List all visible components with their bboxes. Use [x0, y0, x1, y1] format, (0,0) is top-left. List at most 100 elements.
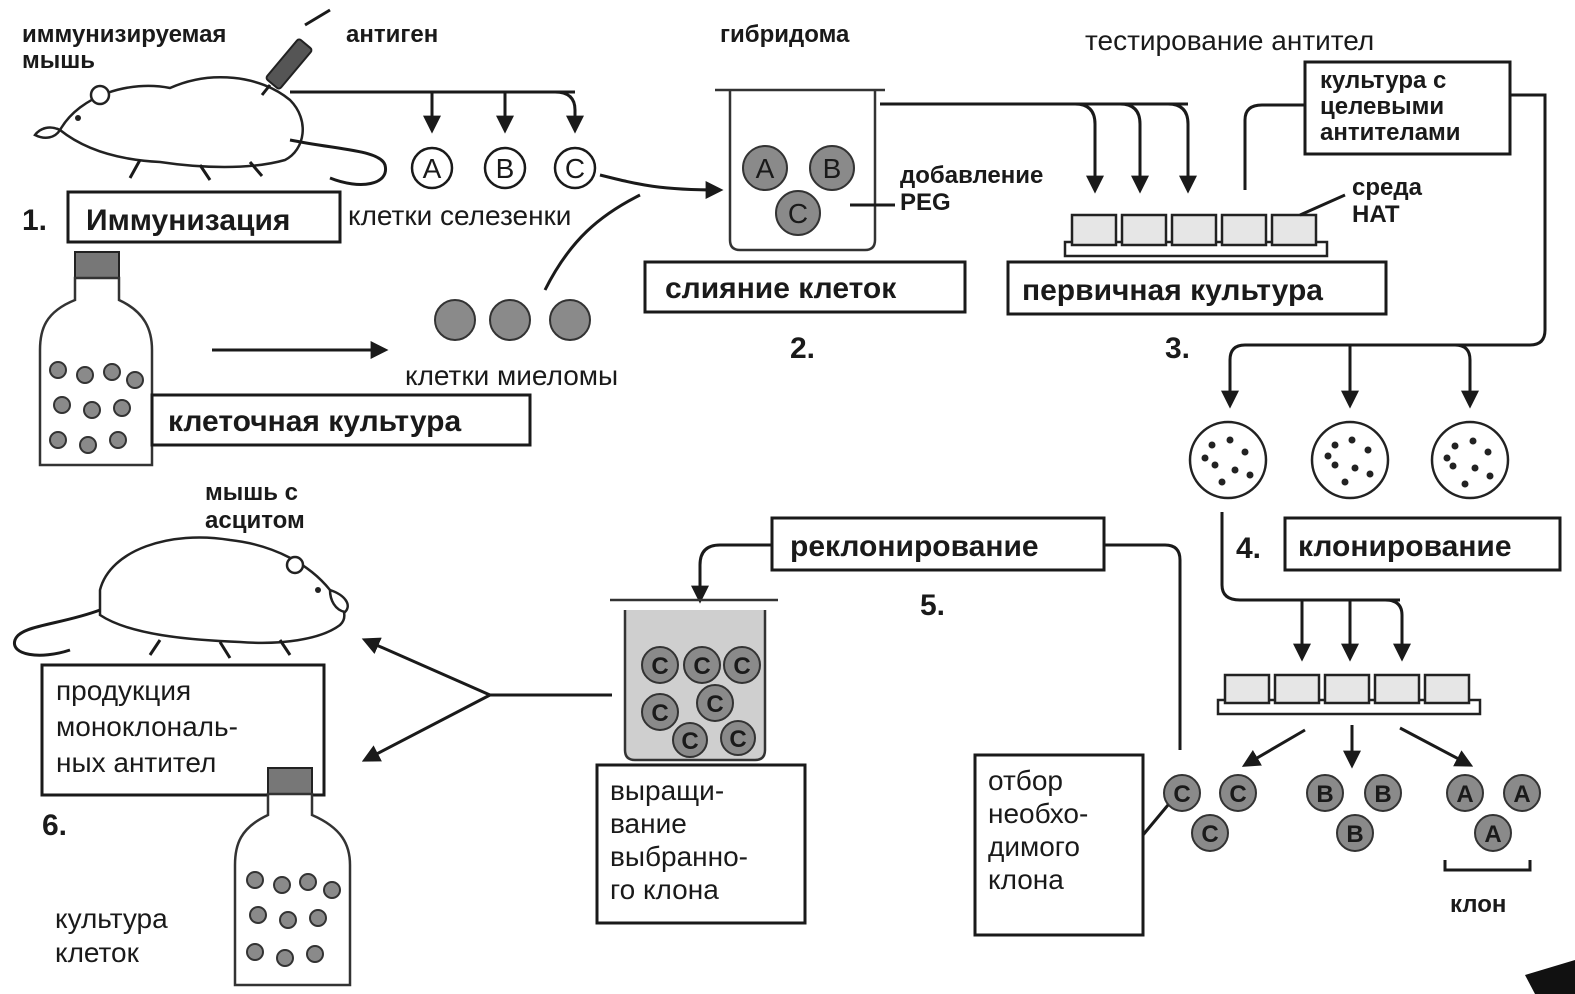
growth-cell-4: C — [696, 684, 734, 722]
growth-cell-7: C — [720, 720, 756, 756]
spleen-cell-a: A — [410, 146, 454, 190]
label-clone: клон — [1450, 891, 1506, 918]
petri-dish-2-icon — [1310, 420, 1390, 500]
fusion-beaker-icon — [715, 88, 885, 252]
cell-culture-box — [150, 393, 532, 447]
label-monoclonal-2: моноклональ- — [56, 711, 238, 742]
recloning-box — [770, 516, 1106, 572]
cloning-to-plate-line — [1220, 512, 1400, 602]
clone-a-cell-2: A — [1503, 774, 1541, 812]
svg-text:B: B — [1374, 781, 1391, 808]
arrow-to-clone-a — [1399, 726, 1474, 767]
label-cell-culture-bottom-1: культура — [55, 903, 168, 934]
spleen-cell-b: B — [483, 146, 527, 190]
corner-shape — [1525, 960, 1575, 994]
primary-culture-plate-icon — [1063, 213, 1329, 258]
label-monoclonal-3: ных антител — [56, 747, 216, 778]
label-cloning: клонирование — [1298, 530, 1512, 563]
label-growing-clone-1: выращи- — [610, 775, 724, 806]
label-selection-4: клона — [988, 864, 1064, 895]
label-primary-culture: первичная культура — [1022, 274, 1323, 307]
clone-c-cell-1: C — [1163, 774, 1201, 812]
arrow-spleen-to-fusion — [599, 173, 724, 199]
clone-bracket — [1443, 860, 1532, 872]
ascites-mouse-icon — [13, 536, 349, 659]
svg-text:C: C — [733, 653, 750, 680]
svg-text:C: C — [788, 198, 808, 229]
label-immunized-mouse-2: мышь — [22, 47, 95, 74]
label-immunization: Иммунизация — [86, 204, 290, 237]
selection-box — [973, 753, 1145, 937]
growing-clone-box — [595, 763, 807, 925]
step-6-number: 6. — [42, 809, 67, 842]
label-myeloma-cells: клетки миеломы — [405, 360, 618, 391]
svg-text:C: C — [693, 653, 710, 680]
primary-culture-box — [1006, 260, 1388, 316]
svg-text:C: C — [565, 153, 585, 184]
clone-b-cell-1: B — [1306, 774, 1344, 812]
svg-text:C: C — [706, 691, 723, 718]
step-2-number: 2. — [790, 332, 815, 365]
label-selection-2: необхо- — [988, 798, 1088, 829]
spleen-cell-c: C — [553, 146, 597, 190]
label-hybridoma: гибридома — [720, 21, 850, 48]
selection-pointer — [1141, 804, 1170, 836]
growth-cell-6: C — [672, 722, 708, 758]
label-ascites-mouse-1: мышь с — [205, 479, 298, 506]
label-cell-culture-bottom-2: клеток — [55, 937, 140, 968]
svg-text:C: C — [729, 726, 746, 753]
step-4-number: 4. — [1236, 532, 1261, 565]
petri-dish-1-icon — [1188, 420, 1268, 500]
immunization-box — [66, 190, 342, 244]
hat-pointer — [1299, 193, 1346, 217]
svg-text:C: C — [1201, 821, 1218, 848]
growth-cell-2: C — [683, 646, 721, 684]
label-hat-medium-2: HAT — [1352, 201, 1400, 228]
label-monoclonal-1: продукция — [56, 675, 191, 706]
svg-text:C: C — [651, 653, 668, 680]
label-cell-culture-top: клеточная культура — [168, 405, 461, 438]
svg-text:A: A — [1513, 781, 1530, 808]
fusion-cell-c: C — [775, 190, 821, 236]
svg-text:C: C — [651, 700, 668, 727]
svg-text:A: A — [423, 153, 442, 184]
growth-cell-1: C — [641, 646, 679, 684]
culture-bottle-top-icon — [38, 251, 154, 467]
culture-bottle-bottom-icon — [233, 767, 352, 987]
testing-line — [1243, 103, 1305, 190]
syringe-icon — [260, 8, 331, 96]
label-growing-clone-2: вание — [610, 808, 687, 839]
label-adding-peg-1: добавление — [900, 162, 1043, 189]
svg-text:C: C — [681, 728, 698, 755]
arrow-to-bottle — [361, 693, 491, 762]
growth-cell-5: C — [641, 693, 679, 731]
clone-b-cell-3: B — [1336, 814, 1374, 852]
petri-dish-3-icon — [1430, 420, 1510, 500]
label-growing-clone-3: выбранно- — [610, 841, 748, 872]
label-target-culture-3: антителами — [1320, 119, 1461, 146]
label-spleen-cells: клетки селезенки — [348, 200, 571, 231]
step-5-number: 5. — [920, 589, 945, 622]
fusion-cell-a: A — [742, 145, 788, 191]
svg-text:C: C — [1229, 781, 1246, 808]
growth-cell-3: C — [723, 646, 761, 684]
cloning-plate-icon — [1216, 673, 1482, 716]
svg-text:A: A — [1456, 781, 1473, 808]
fusion-cell-b: B — [809, 145, 855, 191]
clone-a-cell-1: A — [1446, 774, 1484, 812]
arrow-to-plate2-well-3 — [1384, 598, 1411, 662]
svg-text:A: A — [1484, 821, 1501, 848]
arrow-to-ascites-mouse — [361, 637, 491, 697]
label-immunized-mouse-1: иммунизируемая — [22, 21, 226, 48]
label-selection-1: отбор — [988, 765, 1063, 796]
svg-text:A: A — [756, 153, 775, 184]
immunized-mouse-icon — [33, 76, 387, 186]
cell-fusion-box — [643, 260, 967, 314]
svg-text:C: C — [1173, 781, 1190, 808]
step-1-number: 1. — [22, 204, 47, 237]
label-ascites-mouse-2: асцитом — [205, 507, 305, 534]
clone-a-cell-3: A — [1474, 814, 1512, 852]
label-selection-3: димого — [988, 831, 1080, 862]
